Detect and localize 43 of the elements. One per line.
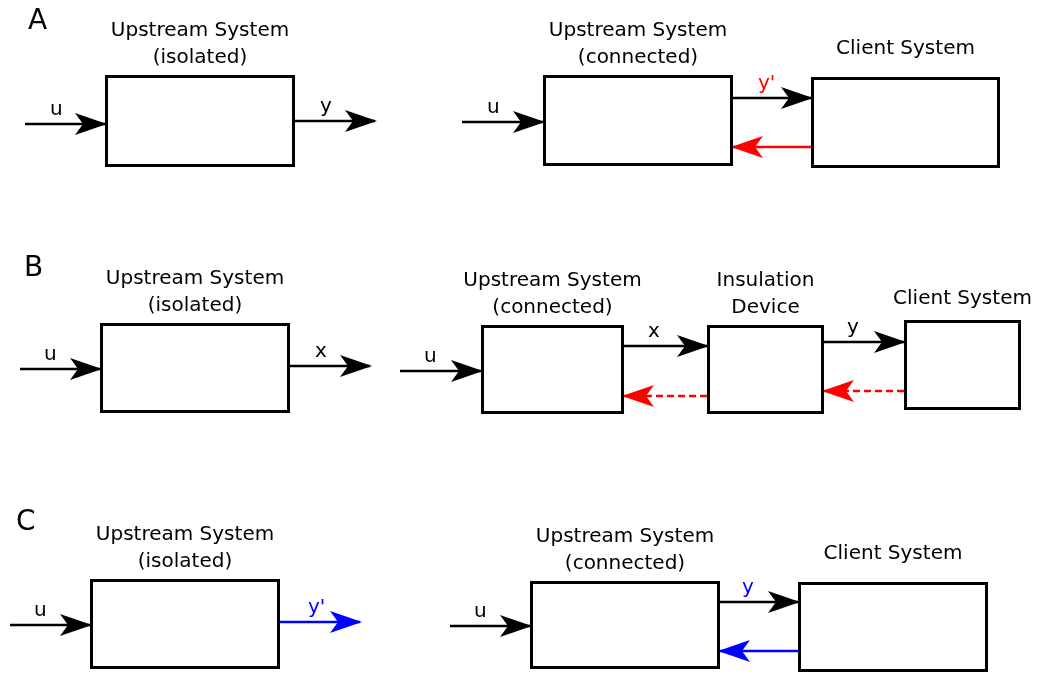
edge-label: u [474,599,487,621]
arrow [400,360,483,382]
panel-letter: A [28,4,48,36]
panel-letter: B [24,251,44,283]
system-title: Client System [836,34,975,61]
arrow [462,111,545,133]
arrow [824,331,906,353]
arrow [624,335,709,357]
edge-label: x [648,319,660,341]
edge-label: y [320,94,332,116]
arrow [295,110,377,132]
edge-label: y [847,315,859,337]
edge-label: y' [758,71,776,93]
system-title: Upstream System (connected) [547,16,729,70]
arrow [720,591,800,613]
edge-label: y [742,575,754,597]
edge-label: x [315,339,327,361]
arrow [733,87,813,109]
arrow [622,385,707,407]
edge-label: u [424,344,437,366]
edge-label: u [34,598,47,620]
arrow [280,611,362,633]
edge-label: u [44,342,57,364]
arrow [731,136,811,158]
system-title: Insulation Device [715,266,816,320]
arrow [822,380,904,402]
edge-label: u [50,97,63,119]
arrow [450,615,532,637]
arrow [10,614,92,636]
arrow [25,113,107,135]
panel-letter: C [16,505,36,537]
system-title: Upstream System (isolated) [109,16,291,70]
system-title: Client System [893,284,1032,311]
arrow [20,358,102,380]
edge-label: u [487,95,500,117]
arrow [290,355,372,377]
edge-label: y' [308,595,326,617]
system-title: Upstream System (connected) [534,522,716,576]
arrow [718,640,798,662]
system-title: Upstream System (isolated) [104,264,286,318]
system-title: Upstream System (connected) [462,266,643,320]
system-title: Upstream System (isolated) [94,520,276,574]
system-title: Client System [823,539,963,566]
